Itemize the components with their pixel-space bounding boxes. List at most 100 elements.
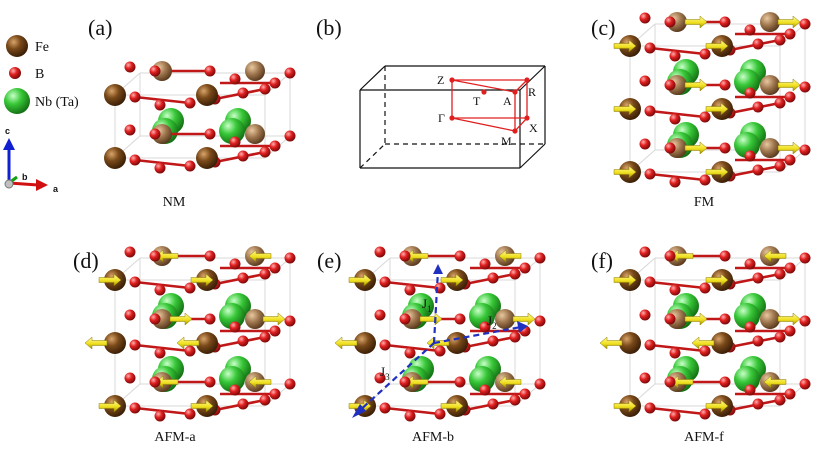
spin-arrow: [176, 336, 200, 350]
b-b-bond: [384, 343, 441, 353]
b-legend-label: B: [35, 67, 44, 82]
exchange-labels: J1 J2 J3: [380, 296, 497, 382]
b-atom: [487, 335, 499, 347]
panel-a-phase: NM: [163, 195, 186, 210]
b-atom: [744, 384, 756, 396]
b-atom: [204, 313, 216, 325]
fe-atom: [245, 309, 265, 329]
fe-atom: [196, 84, 218, 106]
crystal-structure-afm-a: [84, 246, 296, 422]
spin-arrow: [763, 375, 787, 389]
b-atom: [184, 345, 196, 357]
b-atom: [699, 345, 711, 357]
b-atom: [669, 50, 681, 62]
bz-point-z: Z: [437, 73, 444, 87]
nb-atom: [219, 303, 245, 329]
b-b-bond: [384, 280, 441, 290]
b-atom: [284, 130, 296, 142]
b-atom: [204, 250, 216, 262]
fe-atom: [760, 309, 780, 329]
nb-atom: [219, 366, 245, 392]
spin-arrow: [262, 312, 286, 326]
spin-arrow: [705, 399, 729, 413]
b-atom: [799, 378, 811, 390]
b-atom: [799, 252, 811, 264]
b-atom: [519, 262, 531, 274]
fe-atom: [446, 332, 468, 354]
spin-arrow: [691, 336, 715, 350]
bz-point-a: A: [503, 94, 512, 108]
b-atom: [639, 138, 651, 150]
b-atom: [799, 315, 811, 327]
b-atom: [784, 28, 796, 40]
fe-atom: [760, 75, 780, 95]
b-atom: [184, 160, 196, 172]
spin-arrow: [498, 375, 522, 389]
b-atom: [399, 376, 411, 388]
b-b-bond: [134, 95, 191, 105]
spin-arrow: [440, 399, 464, 413]
b-atom: [799, 144, 811, 156]
b-atom: [284, 378, 296, 390]
crystal-structure-afm-f: [599, 246, 811, 422]
b-atom: [774, 331, 786, 343]
b-atom: [184, 408, 196, 420]
crystal-structure-nm: [104, 61, 296, 174]
b-atom: [752, 272, 764, 284]
b-atom: [399, 250, 411, 262]
b-atom: [644, 105, 656, 117]
spin-arrow: [190, 399, 214, 413]
b-atom: [719, 376, 731, 388]
b-atom: [154, 99, 166, 111]
b-atom: [669, 113, 681, 125]
panel-f-letter: (f): [591, 248, 613, 273]
b-atom: [229, 321, 241, 333]
b-atom: [259, 146, 271, 158]
b-atom: [479, 258, 491, 270]
b-b-bond: [134, 343, 191, 353]
b-atom: [669, 347, 681, 359]
spin-arrow: [512, 312, 536, 326]
fe-atom: [104, 84, 126, 106]
b-atom: [784, 91, 796, 103]
b-b-bond: [134, 158, 191, 168]
legend: Fe B Nb (Ta): [4, 35, 79, 114]
spin-arrow: [777, 78, 801, 92]
b-atom: [374, 246, 386, 258]
b-b-bond: [649, 109, 706, 119]
b-atom: [434, 408, 446, 420]
b-atom: [149, 128, 161, 140]
b-atom: [784, 154, 796, 166]
b-atom: [204, 65, 216, 77]
b-atom: [454, 313, 466, 325]
b-atom: [509, 331, 521, 343]
spin-arrow: [419, 312, 443, 326]
b-atom: [237, 272, 249, 284]
j2-path: [433, 325, 522, 345]
b-atom: [699, 174, 711, 186]
b-atom: [149, 250, 161, 262]
spin-arrow: [705, 273, 729, 287]
spin-arrow: [777, 312, 801, 326]
spin-arrow: [705, 165, 729, 179]
panel-b-letter: (b): [316, 15, 342, 40]
spin-arrow: [763, 249, 787, 263]
b-atom: [744, 24, 756, 36]
j3-label: J3: [380, 364, 390, 382]
fe-atom: [196, 147, 218, 169]
nb-atom: [734, 366, 760, 392]
b-atom: [404, 410, 416, 422]
b-atom: [664, 250, 676, 262]
panel-f-phase: AFM-f: [684, 430, 724, 445]
spin-arrow: [98, 273, 122, 287]
b-atom: [752, 38, 764, 50]
b-atom: [284, 315, 296, 327]
b-atom: [784, 388, 796, 400]
spin-arrow: [599, 336, 623, 350]
b-atom: [644, 339, 656, 351]
fe-legend-label: Fe: [35, 40, 49, 55]
b-atom: [774, 160, 786, 172]
b-atom: [644, 402, 656, 414]
b-atom: [204, 128, 216, 140]
panel-e-letter: (e): [317, 248, 341, 273]
